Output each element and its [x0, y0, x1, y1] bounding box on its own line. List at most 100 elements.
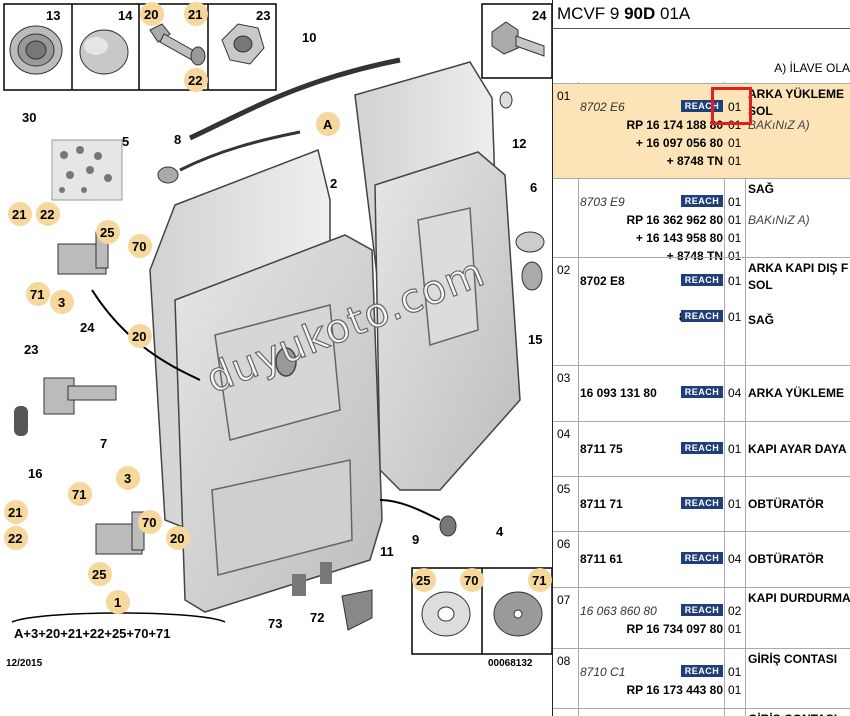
part-side: SOL — [748, 104, 773, 118]
reach-badge: REACH — [681, 386, 723, 398]
part-description: KAPI AYAR DAYA — [748, 442, 847, 456]
part-reference: 8703 E9 — [580, 195, 625, 209]
callout-20: 20 — [144, 7, 158, 22]
seal-strip-10 — [188, 57, 401, 141]
part-reference: + 8748 TN — [666, 249, 723, 263]
washer-box — [411, 567, 552, 655]
part-reference: + 16 143 958 80 — [635, 231, 723, 245]
callout-23-lower: 23 — [24, 342, 38, 357]
part-reference: + 8748 TN — [666, 154, 723, 168]
title-code: 90D — [624, 4, 656, 23]
callout-3-upper: 3 — [58, 295, 65, 310]
part-description: ARKA YÜKLEME — [748, 87, 845, 101]
part-reference: RP 16 174 188 80 — [626, 118, 723, 132]
pad-72 — [320, 562, 332, 584]
reach-badge: REACH — [681, 552, 723, 564]
cap-6 — [515, 231, 545, 253]
fastener-kit-30 — [51, 139, 123, 201]
callout-20-upper: 20 — [132, 329, 146, 344]
part-reference: RP 16 734 097 80 — [626, 622, 723, 636]
reach-badge: REACH — [681, 497, 723, 509]
callout-8: 8 — [174, 132, 181, 147]
part-description: SAĞ — [748, 313, 775, 327]
callout-25-box: 25 — [416, 573, 430, 588]
col-divider — [724, 82, 725, 716]
part-reference: 16 093 131 80 — [580, 386, 657, 400]
formula-brace — [11, 612, 226, 623]
panel-divider — [552, 0, 553, 716]
part-description: OBTÜRATÖR — [748, 497, 824, 511]
callout-22-lower: 22 — [8, 531, 22, 546]
part-description: BAKıNıZ A) — [748, 118, 810, 132]
header-divider — [553, 28, 850, 29]
callout-13: 13 — [46, 8, 60, 23]
hinge-lower — [95, 511, 145, 555]
callout-72: 72 — [310, 610, 324, 625]
diagram-ref-code: 00068132 — [488, 658, 533, 669]
reach-badge: REACH — [681, 442, 723, 454]
col-divider — [578, 82, 579, 716]
part-reference: RP 16 362 962 80 — [626, 213, 723, 227]
callout-15: 15 — [528, 332, 542, 347]
row-number: 01 — [557, 89, 571, 103]
part-reference: 8711 75 — [580, 442, 623, 456]
callout-labels: 13 14 20 21 23 22 24 10 30 5 8 A 12 2 6 … — [8, 7, 547, 631]
door-panels — [149, 61, 521, 613]
grommet-5 — [157, 166, 179, 184]
callout-14: 14 — [118, 8, 133, 23]
cable-line-lower — [379, 499, 441, 521]
callout-71-box: 71 — [532, 573, 546, 588]
part-quantity: 01 — [728, 118, 742, 132]
callout-70-upper: 70 — [132, 239, 146, 254]
reach-badge: REACH — [681, 310, 723, 322]
grommet-bellows-icon — [9, 25, 63, 75]
callout-21-lower: 21 — [8, 505, 22, 520]
part-quantity: 04 — [728, 552, 742, 566]
part-quantity: 01 — [728, 683, 742, 697]
callout-5: 5 — [122, 134, 129, 149]
col-divider — [745, 82, 746, 716]
catalog-title: MCVF 9 90D 01A — [557, 4, 690, 24]
part-description: ARKA KAPI DIŞ F — [748, 261, 849, 275]
part-quantity: 04 — [728, 386, 742, 400]
part-reference: 8711 71 — [580, 497, 623, 511]
part-description: OBTÜRATÖR — [748, 552, 824, 566]
callout-2: 2 — [330, 176, 337, 191]
part-quantity: 01 — [728, 497, 742, 511]
part-description: GİRİŞ CONTASI — [748, 652, 838, 666]
kit-formula: A+3+20+21+22+25+70+71 — [14, 626, 171, 641]
buffer-16 — [14, 406, 28, 436]
table-row[interactable]: 09GİRİŞ CONTASI — [553, 708, 850, 716]
callout-10: 10 — [302, 30, 316, 45]
reach-badge: REACH — [681, 274, 723, 286]
bolt-with-washer-icon — [149, 23, 206, 66]
callout-11: 11 — [380, 544, 394, 559]
reach-badge: REACH — [681, 604, 723, 616]
row-number: 09 — [557, 714, 570, 716]
callout-16: 16 — [28, 466, 42, 481]
guide-11 — [341, 589, 373, 631]
part-boxes-top — [3, 3, 552, 91]
callout-4: 4 — [496, 524, 504, 539]
callout-6: 6 — [530, 180, 537, 195]
row-number: 08 — [557, 654, 571, 668]
callout-23: 23 — [256, 8, 270, 23]
reach-badge: REACH — [681, 665, 723, 677]
reach-badge: REACH — [681, 195, 723, 207]
plug-cap-icon — [79, 29, 129, 75]
callout-22-upper: 22 — [40, 207, 54, 222]
title-prefix: MCVF 9 — [557, 4, 625, 23]
title-suffix: 01A — [655, 4, 691, 23]
callout-9: 9 — [412, 532, 419, 547]
pad-73 — [292, 574, 306, 596]
part-description: ARKA YÜKLEME — [748, 386, 845, 400]
